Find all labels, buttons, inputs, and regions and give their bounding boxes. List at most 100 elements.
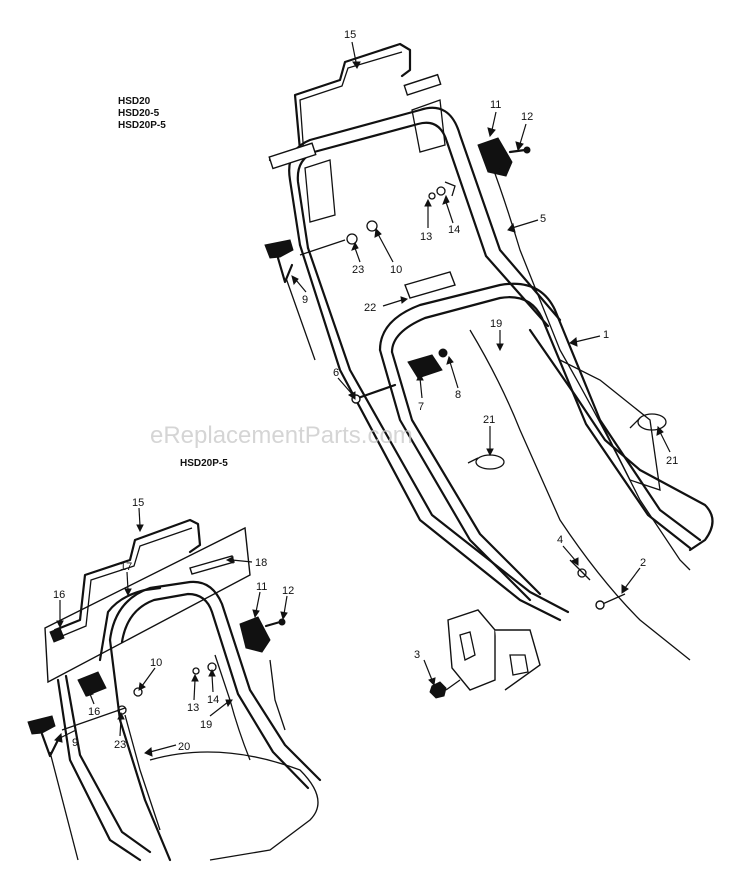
callout-main-6: 6	[333, 367, 339, 379]
mounting-bracket-detail	[459, 631, 529, 676]
bail-bar-15	[268, 42, 412, 162]
inset-rod-18	[189, 555, 235, 575]
callout-main-15: 15	[344, 29, 356, 41]
bracket-clip	[444, 181, 456, 197]
model-label-1: HSD20	[118, 96, 151, 107]
cable-5	[489, 159, 691, 571]
inset-cable-extra	[269, 659, 286, 731]
knob-9	[264, 239, 294, 259]
callout-main-7: 7	[418, 401, 424, 413]
callout-main-23: 23	[352, 264, 364, 276]
clip-21-center-tab	[467, 457, 479, 464]
callout-main-10: 10	[390, 264, 402, 276]
callout-main-21-center: 21	[483, 414, 495, 426]
inset-knob-rod-9	[49, 751, 79, 861]
nut-3-line	[445, 679, 461, 691]
inset-nut-10	[133, 687, 143, 697]
callout-main-13: 13	[420, 231, 432, 243]
side-frame-tube-edge	[559, 359, 661, 491]
nut-3	[429, 681, 447, 699]
callout-inset-16-top: 16	[53, 589, 65, 601]
inset-lever-17	[98, 586, 162, 662]
callout-main-4: 4	[557, 534, 563, 546]
callout-inset-14: 14	[207, 694, 219, 706]
inset-frame-lower	[149, 751, 319, 861]
callout-main-12: 12	[521, 111, 533, 123]
model-label-2: HSD20-5	[118, 108, 160, 119]
nut-10	[366, 220, 378, 232]
lower-handle-down-inner	[390, 350, 542, 596]
inset-panel	[44, 526, 251, 684]
callout-inset-18: 18	[255, 557, 267, 569]
model-label-3: HSD20P-5	[118, 120, 166, 131]
model-labels-main: HSD20 HSD20-5 HSD20P-5	[118, 96, 166, 131]
lower-handle-section-inner	[390, 296, 692, 550]
callout-main-5: 5	[540, 213, 546, 225]
callout-main-9: 9	[302, 294, 308, 306]
inset-bail-bar-15-edge	[61, 527, 193, 637]
inset-knob-9-stem	[40, 732, 60, 758]
main-assembly: 15 11 12 5 13 14 23 10 9 22 19 1 6 7 8 2…	[264, 29, 714, 699]
callout-main-8: 8	[455, 389, 461, 401]
cable-19	[469, 329, 691, 661]
watermark: eReplacementParts.com	[150, 422, 413, 449]
washer-23	[346, 233, 358, 245]
screw-12-head	[523, 146, 531, 154]
control-housing-11	[477, 137, 513, 177]
callout-inset-9: 9	[72, 737, 78, 749]
knob-rod-9	[285, 277, 316, 361]
mounting-bracket-side	[495, 629, 541, 691]
bail-plate-right	[403, 73, 442, 96]
bail-bracket-right	[411, 99, 446, 153]
mounting-bracket	[447, 609, 496, 691]
callouts-main: 15 11 12 5 13 14 23 10 9 22 19 1 6 7 8 2…	[302, 29, 678, 661]
callout-main-14: 14	[448, 224, 460, 236]
lower-handle-section	[378, 282, 702, 542]
nut-8	[438, 348, 448, 358]
inset-handle-left	[56, 678, 142, 862]
inset-cable-20	[124, 714, 161, 831]
callout-inset-13: 13	[187, 702, 199, 714]
bolt-2-head	[595, 600, 605, 610]
lower-handle-left-tube	[298, 243, 562, 622]
callout-main-21-right: 21	[666, 455, 678, 467]
side-frame-tube	[528, 328, 714, 552]
inset-cam-16	[77, 671, 107, 697]
inset-part-16-top	[49, 627, 65, 643]
callout-inset-16: 16	[88, 706, 100, 718]
lower-handle-left-tube-inner	[306, 246, 570, 614]
inset-knob-9	[27, 715, 56, 735]
upper-handle-tube	[288, 106, 562, 322]
callout-inset-10: 10	[150, 657, 162, 669]
clip-21-right	[637, 413, 667, 431]
inset-handle-lower	[108, 638, 172, 862]
callouts-inset: 15 18 17 16 11 12 10 13 14 16 23 19 20 9	[53, 497, 294, 753]
clip-21-right-tab	[629, 417, 641, 429]
inset-handle-bend-inner	[120, 592, 310, 790]
callout-inset-17: 17	[120, 561, 132, 573]
inset-bolt-9	[61, 707, 126, 731]
inset-handle-left-inner	[64, 674, 152, 854]
bolt-6	[356, 383, 397, 400]
leader-lines-main	[291, 41, 671, 687]
screw-12	[508, 148, 527, 154]
inset-bail-bar-15	[53, 518, 202, 632]
callout-inset-11: 11	[256, 581, 267, 593]
callout-main-2: 2	[640, 557, 646, 569]
callout-inset-15: 15	[132, 497, 144, 509]
callout-inset-12: 12	[282, 585, 294, 597]
callout-main-19: 19	[490, 318, 502, 330]
inset-screw-12-shaft	[264, 620, 282, 628]
inset-washer-13	[192, 667, 200, 675]
bolt-9	[299, 239, 346, 256]
inset-control-11	[239, 616, 271, 653]
knob-9-stem	[276, 256, 294, 284]
leader-lines-inset	[54, 507, 288, 757]
callout-main-22: 22	[364, 302, 376, 314]
control-housing-11-detail	[479, 149, 501, 169]
cam-7	[407, 354, 443, 379]
lower-handle-down	[378, 348, 532, 602]
bolt-4-head	[577, 568, 587, 578]
callout-main-3: 3	[414, 649, 420, 661]
